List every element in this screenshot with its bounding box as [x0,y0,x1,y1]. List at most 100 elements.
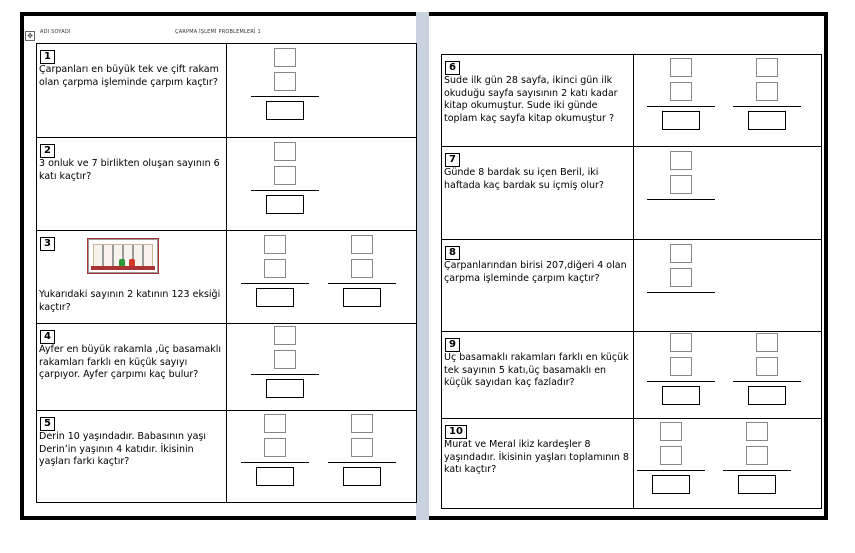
factor-box[interactable] [351,235,373,254]
operation-line [647,381,715,382]
answer-box[interactable] [343,467,381,486]
answer-box[interactable] [266,195,304,214]
factor-box[interactable] [264,235,286,254]
factor-box[interactable] [351,259,373,278]
question-row-3: 3 Yukarıdaki sayının 2 katının 123 eksiğ… [36,230,417,324]
multiplication-workspace[interactable] [733,58,801,130]
question-number: 5 [40,417,55,431]
multiplication-workspace[interactable] [647,58,715,130]
work-area-4[interactable] [226,323,417,411]
multiplication-workspace[interactable] [723,422,791,494]
question-row-10: 10 Murat ve Meral ikiz kardeşler 8 yaşın… [441,418,822,509]
factor-box[interactable] [670,357,692,376]
operation-line [723,470,791,471]
question-cell-3: 3 Yukarıdaki sayının 2 katının 123 eksiğ… [36,230,227,324]
multiplication-workspace[interactable] [637,422,705,494]
operation-line [251,190,319,191]
work-area-5[interactable] [226,410,417,503]
right-question-table: 6 Sude ilk gün 28 sayfa, ikinci gün ilk … [441,54,822,509]
answer-box[interactable] [652,475,690,494]
factor-box[interactable] [670,151,692,170]
question-number: 2 [40,144,55,158]
multiplication-workspace[interactable] [647,244,715,297]
work-area-2[interactable] [226,137,417,231]
factor-box[interactable] [756,82,778,101]
factor-box[interactable] [274,72,296,91]
question-text: 3 onluk ve 7 birlikten oluşan sayının 6 … [39,158,220,182]
question-number: 4 [40,330,55,344]
factor-box[interactable] [274,350,296,369]
factor-box[interactable] [351,414,373,433]
move-arrows-icon[interactable]: ✥ [25,31,35,41]
question-cell-5: 5 Derin 10 yaşındadır. Babasının yaşı De… [36,410,227,503]
factor-box[interactable] [264,259,286,278]
question-number: 6 [445,61,460,75]
factor-box[interactable] [670,175,692,194]
operation-line [251,96,319,97]
answer-box[interactable] [256,467,294,486]
multiplication-workspace[interactable] [251,142,319,214]
multiplication-workspace[interactable] [328,414,396,486]
question-row-1: 1 Çarpanları en büyük tek ve çift rakam … [36,43,417,138]
answer-box[interactable] [343,288,381,307]
answer-box[interactable] [748,111,786,130]
factor-box[interactable] [756,333,778,352]
question-number: 9 [445,338,460,352]
multiplication-workspace[interactable] [647,333,715,405]
answer-box[interactable] [748,386,786,405]
answer-box[interactable] [256,288,294,307]
work-area-10[interactable] [633,418,822,509]
factor-box[interactable] [756,58,778,77]
multiplication-workspace[interactable] [733,333,801,405]
answer-box[interactable] [738,475,776,494]
factor-box[interactable] [670,244,692,263]
operation-line [241,283,309,284]
work-area-8[interactable] [633,239,822,332]
question-cell-6: 6 Sude ilk gün 28 sayfa, ikinci gün ilk … [441,54,634,147]
factor-box[interactable] [274,326,296,345]
question-number: 7 [445,153,460,167]
multiplication-workspace[interactable] [328,235,396,307]
factor-box[interactable] [670,333,692,352]
factor-box[interactable] [274,48,296,67]
factor-box[interactable] [756,357,778,376]
work-area-1[interactable] [226,43,417,138]
multiplication-workspace[interactable] [647,151,715,204]
factor-box[interactable] [264,414,286,433]
work-area-7[interactable] [633,146,822,240]
answer-box[interactable] [662,111,700,130]
operation-line [733,381,801,382]
factor-box[interactable] [264,438,286,457]
question-text: Üç basamaklı rakamları farklı en küçük t… [444,352,629,389]
multiplication-workspace[interactable] [251,326,319,398]
question-number: 8 [445,246,460,260]
factor-box[interactable] [274,166,296,185]
factor-box[interactable] [670,268,692,287]
operation-line [241,462,309,463]
factor-box[interactable] [351,438,373,457]
work-area-9[interactable] [633,331,822,419]
multiplication-workspace[interactable] [241,414,309,486]
multiplication-workspace[interactable] [241,235,309,307]
work-area-6[interactable] [633,54,822,147]
factor-box[interactable] [660,422,682,441]
work-area-3[interactable] [226,230,417,324]
factor-box[interactable] [274,142,296,161]
answer-box[interactable] [266,101,304,120]
answer-box[interactable] [266,379,304,398]
factor-box[interactable] [670,82,692,101]
question-text: Murat ve Meral ikiz kardeşler 8 yaşındad… [444,439,629,476]
factor-box[interactable] [660,446,682,465]
answer-box[interactable] [662,386,700,405]
question-cell-4: 4 Ayfer en büyük rakamla ,üç basamaklı r… [36,323,227,411]
question-text: Ayfer en büyük rakamla ,üç basamaklı rak… [39,344,222,381]
factor-box[interactable] [670,58,692,77]
operation-line [328,462,396,463]
question-number: 3 [40,237,55,251]
multiplication-workspace[interactable] [251,48,319,120]
factor-box[interactable] [746,422,768,441]
question-row-6: 6 Sude ilk gün 28 sayfa, ikinci gün ilk … [441,54,822,147]
operation-line [637,470,705,471]
factor-box[interactable] [746,446,768,465]
question-row-4: 4 Ayfer en büyük rakamla ,üç basamaklı r… [36,323,417,411]
